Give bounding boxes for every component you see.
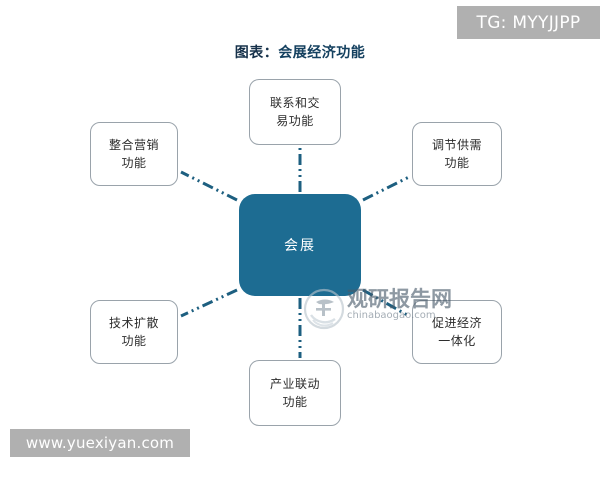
node-jishu-kuosan[interactable]: 技术扩散 功能 [90,300,178,364]
node-label: 产业联动 功能 [269,377,320,409]
node-label: 调节供需 功能 [431,138,482,170]
title-main: 会展经济功能 [278,45,366,61]
watermark-band-bottom: www.yuexiyan.com [10,429,190,457]
node-chanye-liandong[interactable]: 产业联动 功能 [249,360,341,426]
node-label: 促进经济 一体化 [431,316,482,348]
edge-center-upper-right [362,175,410,202]
node-zhenghe-yingxiao[interactable]: 整合营销 功能 [90,122,178,186]
node-label: 联系和交 易功能 [269,96,320,128]
center-node-huizhan[interactable]: 会展 [239,194,361,296]
node-label: 整合营销 功能 [108,138,159,170]
node-label: 技术扩散 功能 [108,316,159,348]
watermark-band-top: TG: MYYJJPP [457,6,600,39]
edge-center-lower-right [362,288,410,318]
node-tiaojie-gongxu[interactable]: 调节供需 功能 [412,122,502,186]
page-title: 图表：会展经济功能 [0,42,600,62]
node-cujin-jingji[interactable]: 促进经济 一体化 [412,300,502,364]
watermark-band-bottom-text: www.yuexiyan.com [25,434,175,452]
watermark-band-top-text: TG: MYYJJPP [476,12,581,33]
edge-center-lower-left [180,288,238,318]
title-prefix: 图表： [234,45,279,61]
center-node-label: 会展 [284,238,316,254]
edge-center-upper-left [180,170,238,202]
node-lianxi-jiaoyi[interactable]: 联系和交 易功能 [249,79,341,145]
